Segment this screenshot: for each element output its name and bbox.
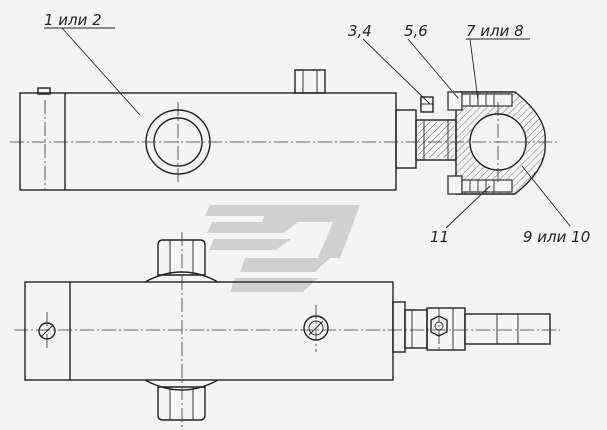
lower-bolt: [461, 179, 513, 193]
top-trunnion: [157, 239, 206, 276]
bottom-trunnion: [157, 386, 206, 421]
cylinder-body: [19, 92, 397, 191]
rod-head-side: [426, 307, 466, 351]
cylinder-body-side: [24, 281, 394, 381]
callout-part-5-6: 5,6: [404, 22, 428, 40]
callout-part-3-4: 3,4: [348, 22, 372, 40]
callout-part-11: 11: [430, 228, 449, 246]
upper-bolt: [461, 93, 513, 107]
rod-eye-side: [464, 313, 551, 345]
top-view-cylinder: [10, 69, 560, 195]
callout-part-7-8: 7 или 8: [466, 22, 524, 40]
top-port-boss: [294, 69, 326, 94]
callout-part-9-10: 9 или 10: [523, 228, 590, 246]
callout-leaders: [44, 27, 571, 229]
bottom-view-cylinder: [14, 232, 560, 428]
watermark-logo: [205, 205, 360, 292]
callout-part-1-2: 1 или 2: [44, 11, 102, 29]
